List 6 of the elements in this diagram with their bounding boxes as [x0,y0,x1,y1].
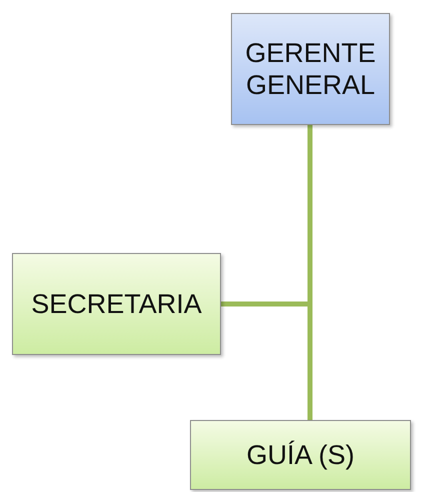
role-title: SECRETARIA [31,288,202,320]
role-title: GERENTE GENERAL [244,36,377,102]
role-title: GUÍA (S) [246,438,354,472]
org-box [12,253,221,355]
org-box [231,13,390,125]
org-box [190,420,411,490]
